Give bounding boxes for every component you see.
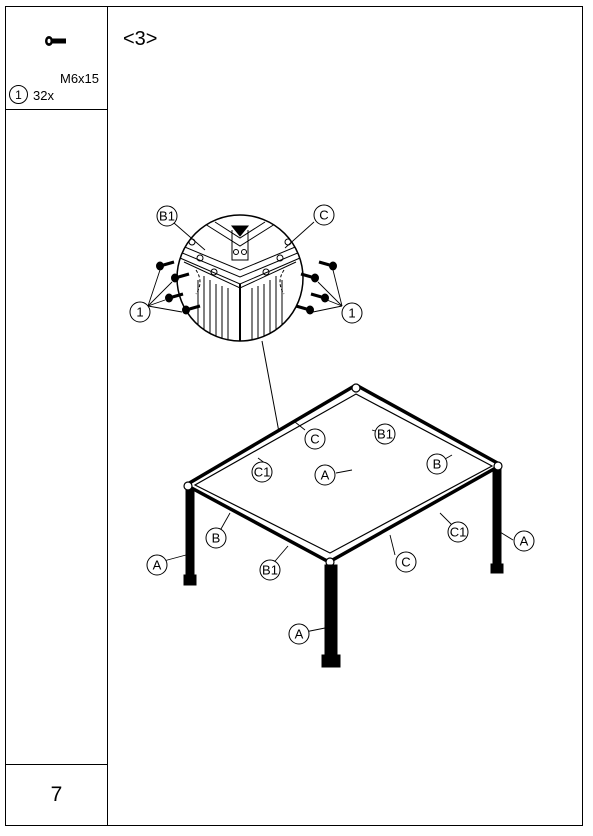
- callout-a-front-label: A: [295, 627, 304, 642]
- screw-icon: [45, 36, 66, 46]
- callout-b1-back-right: B1: [374, 423, 396, 445]
- callout-b1-front-left-label: B1: [262, 563, 278, 578]
- callout-c1-front-right-label: C1: [450, 525, 467, 540]
- callout-b-back-right-label: B: [433, 457, 442, 472]
- callout-a-center: A: [314, 464, 336, 486]
- callout-a-front: A: [288, 623, 310, 645]
- callout-1-right-label: 1: [348, 306, 355, 321]
- callout-c-front-right: C: [395, 551, 417, 573]
- page-number-cell: 7: [6, 764, 107, 825]
- screw-leaders: [147, 221, 343, 313]
- callout-a-right-label: A: [520, 534, 529, 549]
- callout-c-front-right-label: C: [401, 555, 410, 570]
- callout-c-top: C: [313, 204, 335, 226]
- callout-b1-back-right-label: B1: [377, 427, 393, 442]
- part-callout-1: 1: [9, 85, 28, 104]
- page-frame: 1 32x M6x15 7 <3>: [5, 6, 583, 826]
- callout-b-front-left: B: [205, 527, 227, 549]
- part-callout-label: 1: [15, 87, 22, 102]
- callout-b1-top: B1: [156, 205, 178, 227]
- callout-1-left: 1: [129, 301, 151, 323]
- callout-b1-front-left: B1: [259, 559, 281, 581]
- screws-right: [295, 260, 337, 315]
- callout-a-left: A: [146, 554, 168, 576]
- pergola-frame: [183, 383, 504, 668]
- callout-b-back-right: B: [426, 453, 448, 475]
- screws-left: [156, 260, 201, 315]
- callout-a-left-label: A: [153, 558, 162, 573]
- zoom-detail: [176, 214, 304, 342]
- callout-c-back-left: C: [304, 428, 326, 450]
- callout-c1-back-left-label: C1: [254, 465, 271, 480]
- callout-1-left-label: 1: [136, 305, 143, 320]
- part-size: M6x15: [60, 71, 100, 86]
- callout-a-right: A: [513, 530, 535, 552]
- callout-c-top-label: C: [319, 208, 328, 223]
- callout-b-front-left-label: B: [212, 531, 221, 546]
- callout-b1-top-label: B1: [159, 209, 175, 224]
- left-column: 1 32x M6x15 7: [6, 7, 108, 825]
- page-number: 7: [50, 783, 63, 806]
- parts-list-cell: 1 32x M6x15: [6, 7, 107, 110]
- callout-a-center-label: A: [321, 468, 330, 483]
- callout-c-back-left-label: C: [310, 432, 319, 447]
- part-quantity: 32x: [33, 88, 54, 103]
- step-label: <3>: [123, 28, 158, 50]
- callout-c1-front-right: C1: [447, 521, 469, 543]
- callout-1-right: 1: [341, 302, 363, 324]
- callout-c1-back-left: C1: [251, 461, 273, 483]
